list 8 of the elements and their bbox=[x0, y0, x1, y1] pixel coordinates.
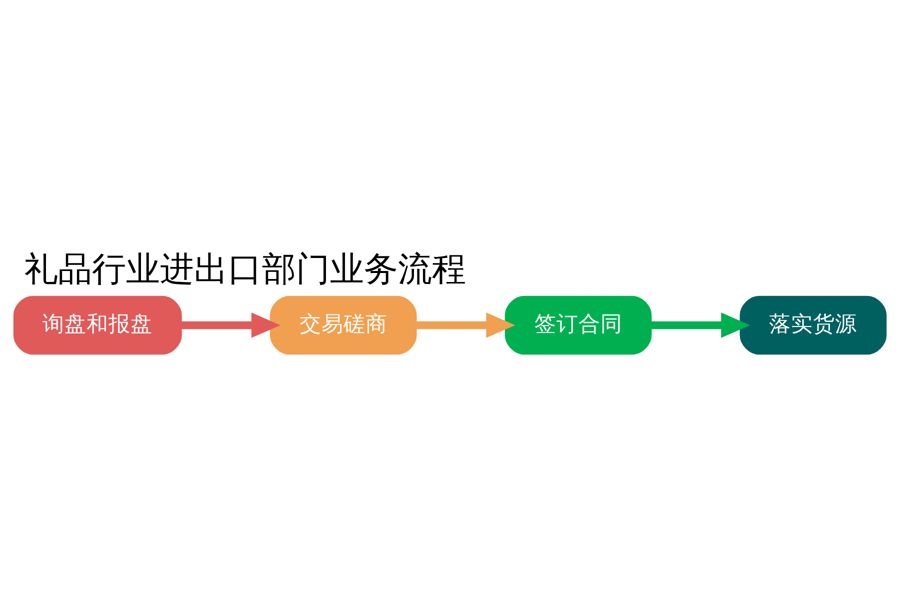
node-box: 落实货源 bbox=[740, 295, 887, 354]
node-box: 签订合同 bbox=[504, 295, 652, 354]
arrow bbox=[651, 312, 750, 338]
node-box: 询盘和报盘 bbox=[13, 295, 182, 354]
diagram-title: 礼品行业进出口部门业务流程 bbox=[24, 249, 466, 290]
node-box: 交易磋商 bbox=[270, 295, 417, 354]
arrow bbox=[416, 312, 516, 338]
arrow bbox=[181, 312, 280, 338]
